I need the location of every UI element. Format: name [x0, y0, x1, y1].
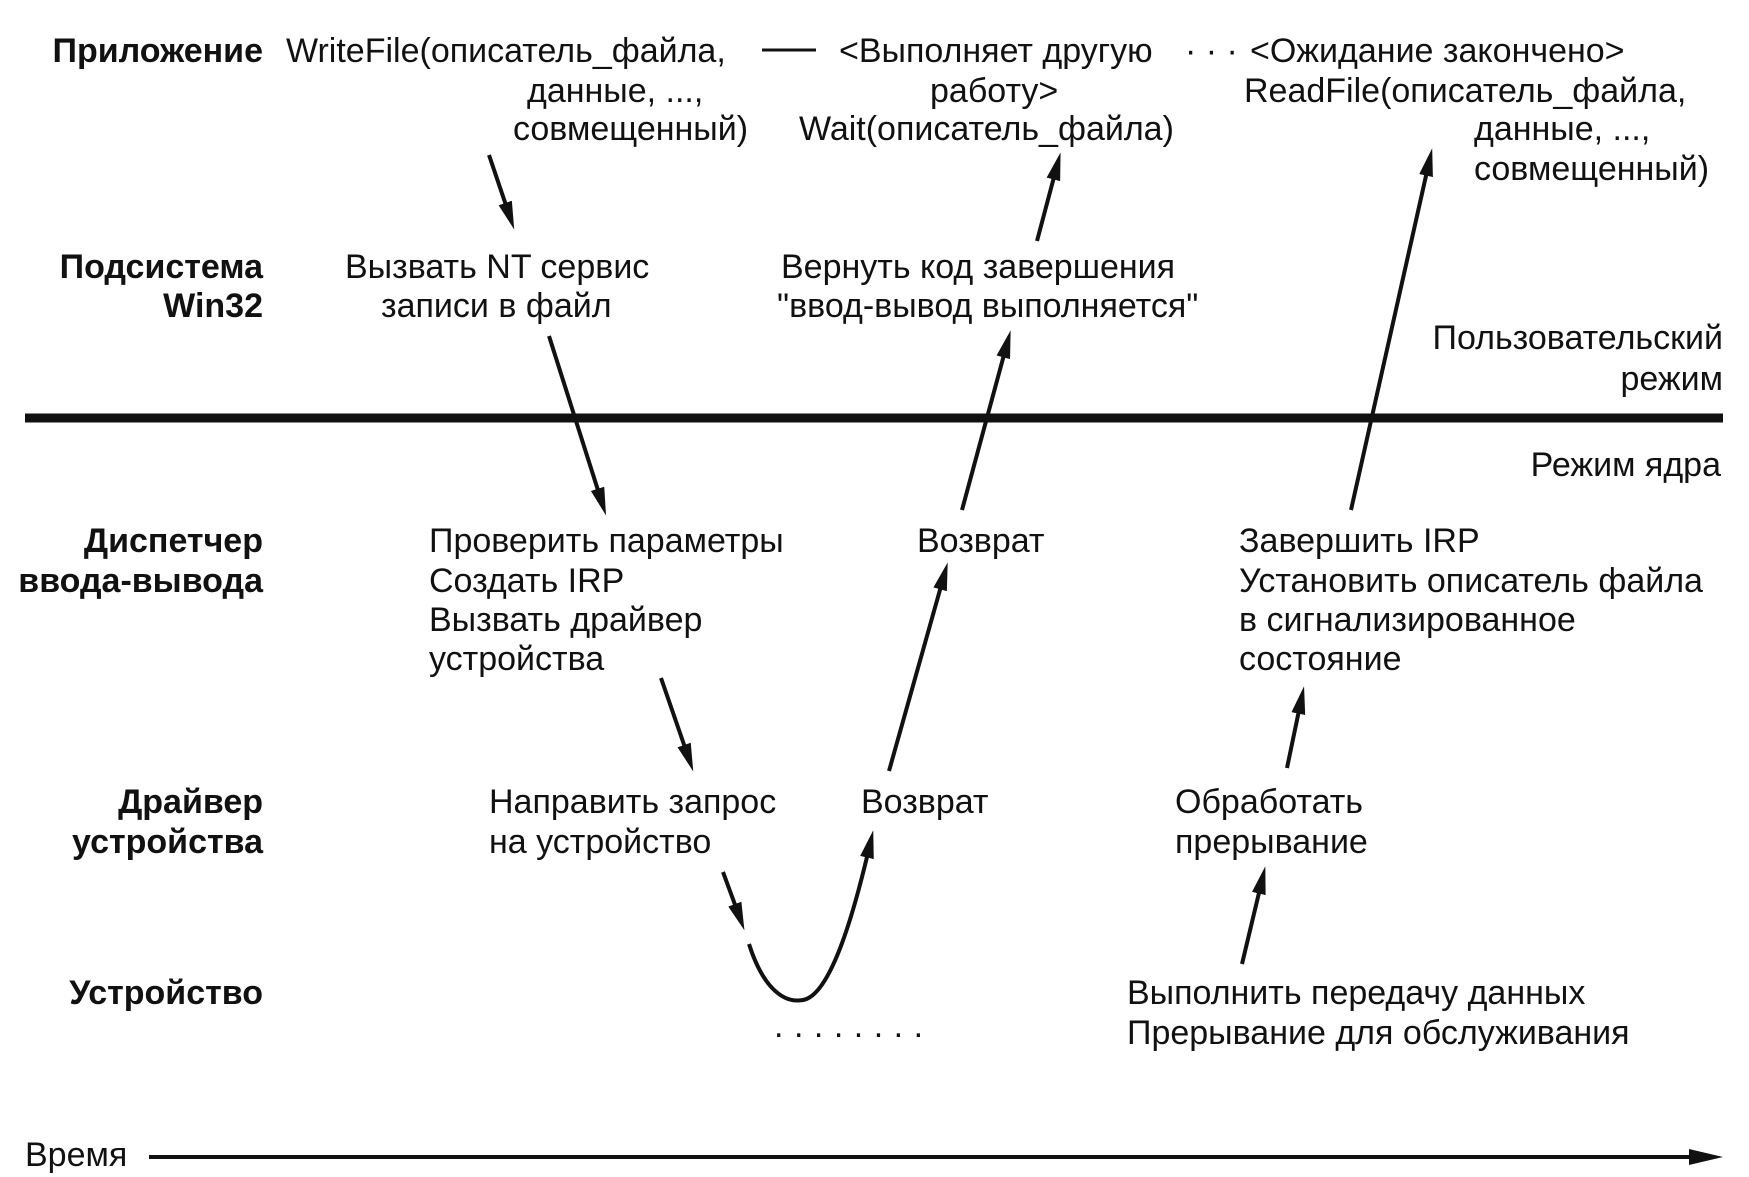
readfile-call-line1: ReadFile(описатель_файла, — [1244, 72, 1686, 110]
lane-label-win32-line1: Подсистема — [60, 248, 264, 286]
driver-handle-interrupt-line1: Обработать — [1175, 783, 1363, 821]
readfile-call-line2: данные, ..., — [1474, 110, 1650, 148]
return-status-line1: Вернуть код завершения — [781, 248, 1175, 286]
time-axis-label: Время — [25, 1136, 127, 1174]
device-transfer-data: Выполнить передачу данных — [1127, 974, 1585, 1012]
arrow-device-return-curve — [747, 830, 874, 1003]
other-work-line2: работу> — [930, 72, 1058, 110]
io-step-create-irp: Создать IRP — [429, 562, 624, 600]
return-status-line2: "ввод-вывод выполняется" — [777, 287, 1198, 325]
arrow-win32-to-io-manager — [547, 335, 607, 516]
other-work-line1: <Выполняет другую — [839, 32, 1153, 70]
wait-done: <Ожидание закончено> — [1250, 32, 1625, 70]
io-complete-irp: Завершить IRP — [1239, 522, 1480, 560]
io-set-handle-line1: Установить описатель файла — [1239, 562, 1703, 600]
arrow-driver-return-to-io-manager — [887, 562, 948, 772]
device-waiting-dots: ........ — [774, 1007, 934, 1045]
driver-return: Возврат — [861, 783, 989, 821]
arrow-io-manager-to-driver — [659, 677, 694, 772]
io-step-call-driver-line1: Вызвать драйвер — [429, 601, 702, 639]
lane-label-io-manager-line2: ввода-вывода — [18, 562, 264, 600]
lane-label-application: Приложение — [53, 32, 264, 70]
driver-send-request-line2: на устройство — [489, 823, 711, 861]
arrow-win32-return-to-app — [1035, 152, 1061, 242]
writefile-call-line2: данные, ..., — [527, 72, 703, 110]
wait-call: Wait(описатель_файла) — [799, 110, 1174, 148]
arrow-isr-to-io-complete — [1285, 686, 1306, 769]
arrow-driver-to-device — [721, 871, 745, 931]
arrow-io-manager-return-to-win32 — [960, 330, 1011, 511]
writefile-call-line1: WriteFile(описатель_файла, — [286, 32, 726, 70]
call-nt-service-line1: Вызвать NT сервис — [345, 248, 649, 286]
lane-label-device: Устройство — [69, 974, 263, 1012]
user-mode-label-line1: Пользовательский — [1433, 319, 1724, 357]
lane-label-win32-line2: Win32 — [163, 287, 263, 325]
io-set-handle-line2: в сигнализированное — [1239, 601, 1576, 639]
writefile-call-line3: совмещенный) — [513, 110, 748, 148]
user-mode-label-line2: режим — [1620, 360, 1723, 398]
lane-label-driver-line1: Драйвер — [118, 783, 263, 821]
readfile-call-line3: совмещенный) — [1474, 150, 1709, 188]
io-step-call-driver-line2: устройства — [429, 640, 604, 678]
arrow-device-interrupt-to-isr — [1240, 866, 1266, 965]
arrow-app-to-win32 — [487, 154, 515, 230]
kernel-mode-label: Режим ядра — [1531, 446, 1721, 484]
io-set-handle-line3: состояние — [1239, 640, 1401, 678]
io-return: Возврат — [917, 522, 1045, 560]
io-step-check-params: Проверить параметры — [429, 522, 784, 560]
driver-send-request-line1: Направить запрос — [489, 783, 776, 821]
lane-label-io-manager-line1: Диспетчер — [84, 522, 263, 560]
driver-handle-interrupt-line2: прерывание — [1175, 823, 1368, 861]
call-nt-service-line2: записи в файл — [381, 287, 612, 325]
arrow-io-complete-to-readfile — [1349, 148, 1433, 511]
lane-label-driver-line2: устройства — [72, 823, 264, 861]
device-interrupt-for-service: Прерывание для обслуживания — [1127, 1014, 1630, 1052]
waiting-ellipsis: · · · — [1185, 32, 1238, 70]
